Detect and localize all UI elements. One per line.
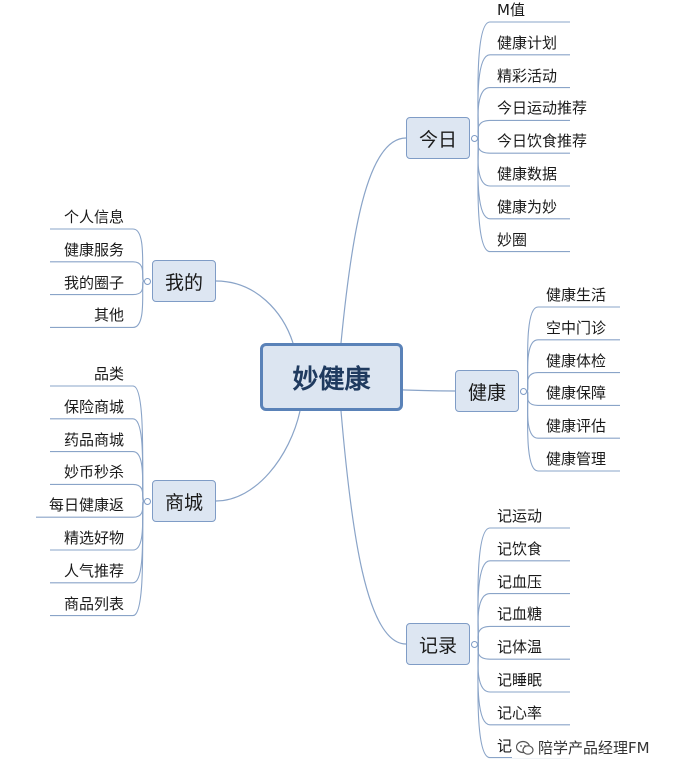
leaf-shangcheng-6[interactable]: 人气推荐 — [63, 561, 124, 580]
center-node[interactable]: 妙健康 — [260, 343, 403, 411]
leaf-wode-2[interactable]: 我的圈子 — [63, 273, 124, 292]
leaf-wode-0[interactable]: 个人信息 — [63, 208, 124, 226]
leaf-jinri-7[interactable]: 妙圈 — [497, 230, 528, 249]
branch-dot-jinri[interactable] — [471, 134, 478, 142]
leaf-wode-3[interactable]: 其他 — [93, 306, 124, 325]
leaf-shangcheng-4[interactable]: 每日健康返 — [48, 496, 124, 515]
leaf-shangcheng-7[interactable]: 商品列表 — [63, 594, 124, 613]
connector — [340, 410, 407, 645]
connector — [477, 593, 491, 645]
branch-node-jilu[interactable]: 记录 — [406, 623, 470, 665]
connector — [477, 560, 491, 645]
leaf-jinri-3[interactable]: 今日运动推荐 — [497, 99, 588, 118]
leaf-shangcheng-3[interactable]: 妙币秒杀 — [63, 463, 124, 482]
connector — [132, 261, 145, 282]
branch-dot-wode[interactable] — [144, 277, 151, 285]
leaf-jinri-0[interactable]: M值 — [497, 1, 525, 19]
connector — [526, 390, 539, 472]
connector — [526, 339, 539, 392]
connector — [477, 643, 491, 660]
watermark-text: 陪学产品经理FM — [538, 739, 650, 757]
leaf-jinri-1[interactable]: 健康计划 — [497, 33, 558, 52]
connector — [526, 390, 539, 439]
branch-node-shangcheng[interactable]: 商城 — [152, 480, 216, 522]
connector — [526, 372, 539, 392]
leaf-shangcheng-5[interactable]: 精选好物 — [63, 529, 124, 547]
connector — [132, 280, 145, 328]
leaf-jinri-6[interactable]: 健康为妙 — [497, 197, 558, 216]
leaf-jilu-1[interactable]: 记饮食 — [497, 539, 543, 558]
wechat-icon — [515, 740, 534, 756]
leaf-jiankang-5[interactable]: 健康管理 — [546, 450, 607, 468]
connector — [477, 643, 491, 693]
connector — [477, 119, 491, 139]
connector — [132, 483, 145, 502]
leaf-shangcheng-0[interactable]: 品类 — [93, 365, 124, 383]
leaf-jinri-2[interactable]: 精彩活动 — [497, 66, 558, 85]
leaf-jilu-6[interactable]: 记心率 — [497, 703, 543, 722]
connector — [477, 54, 491, 139]
branch-node-jinri[interactable]: 今日 — [406, 117, 470, 159]
connector — [477, 643, 491, 759]
leaf-jiankang-2[interactable]: 健康体检 — [546, 351, 607, 370]
leaf-jiankang-4[interactable]: 健康评估 — [546, 417, 607, 436]
leaf-jilu-0[interactable]: 记运动 — [497, 507, 543, 525]
leaf-jilu-4[interactable]: 记体温 — [497, 638, 543, 657]
connector — [477, 87, 491, 139]
connector — [340, 137, 407, 344]
leaf-jilu-2[interactable]: 记血压 — [497, 572, 543, 591]
watermark: 陪学产品经理FM — [512, 737, 654, 758]
connector — [526, 390, 539, 406]
leaf-shangcheng-1[interactable]: 保险商城 — [63, 397, 124, 416]
leaf-jiankang-1[interactable]: 空中门诊 — [546, 318, 607, 337]
leaf-jilu-7[interactable]: 记 — [497, 736, 513, 755]
connector — [215, 280, 294, 344]
leaf-jinri-4[interactable]: 今日饮食推荐 — [497, 132, 588, 151]
connector — [477, 625, 491, 645]
leaf-jilu-3[interactable]: 记血糖 — [497, 605, 543, 624]
branch-dot-jilu[interactable] — [471, 640, 478, 648]
leaf-jiankang-0[interactable]: 健康生活 — [546, 286, 607, 304]
branch-node-jiankang[interactable]: 健康 — [455, 370, 519, 412]
branch-node-wode[interactable]: 我的 — [152, 260, 216, 302]
connector — [477, 137, 491, 187]
connector — [477, 137, 491, 154]
leaf-jilu-5[interactable]: 记睡眠 — [497, 671, 543, 689]
connector — [215, 410, 301, 502]
leaf-jiankang-3[interactable]: 健康保障 — [546, 384, 607, 403]
branch-dot-shangcheng[interactable] — [144, 497, 151, 505]
connector — [477, 137, 491, 253]
leaf-wode-1[interactable]: 健康服务 — [63, 240, 124, 259]
connector — [132, 500, 145, 617]
leaf-jinri-5[interactable]: 健康数据 — [497, 165, 558, 183]
leaf-shangcheng-2[interactable]: 药品商城 — [63, 430, 124, 449]
branch-dot-jiankang[interactable] — [520, 387, 527, 395]
